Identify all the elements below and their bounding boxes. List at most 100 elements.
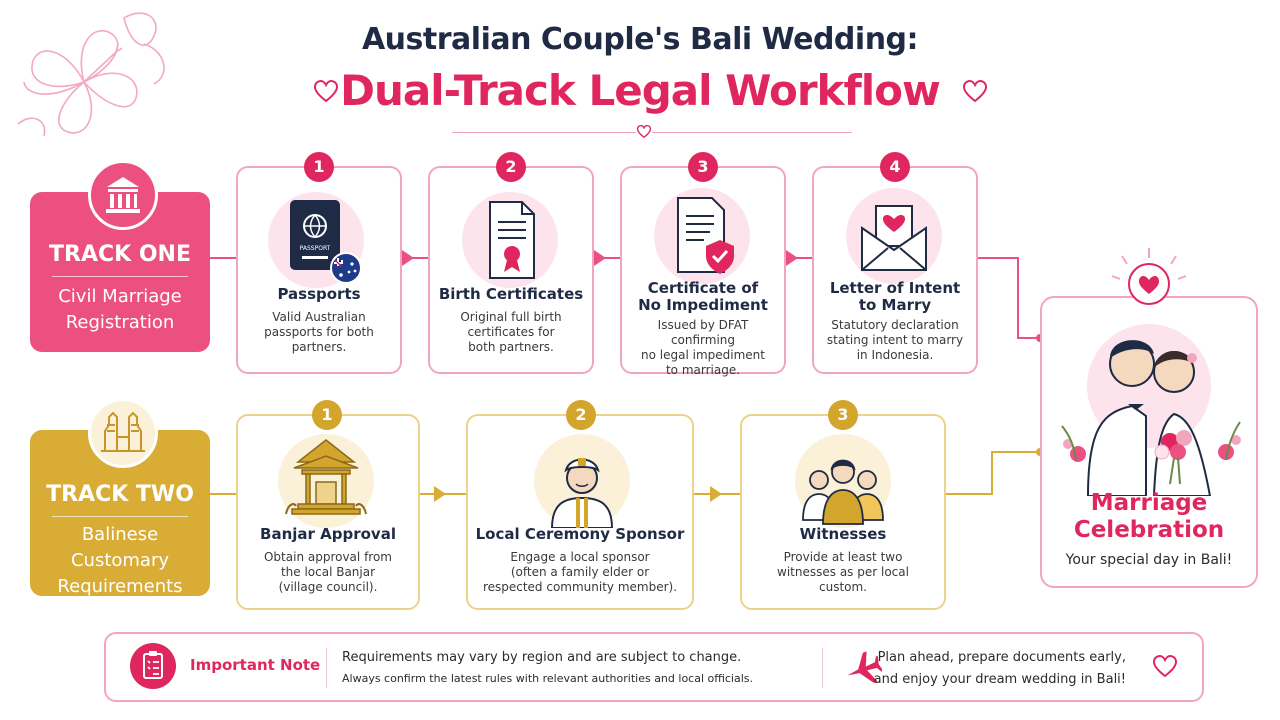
step-number-badge: 4 [880,152,910,182]
title-line: No Impediment [638,296,768,314]
desc-line: Original full birth [460,310,562,324]
step-title: Letter of Intent to Marry [818,280,972,314]
track-two-panel: TRACK TWO Balinese Customary Requirement… [30,398,210,597]
celebration-title: Marriage Celebration [1042,490,1256,544]
desc-line: custom. [818,580,867,594]
track-one-subtitle: Civil Marriage Registration [38,284,202,336]
desc-line: stating intent to marry [826,333,964,347]
track-one-step-birth-certificates: 2 Birth Certificates Original full birth… [428,152,594,374]
step-number-badge: 1 [312,400,342,430]
step-number-badge: 3 [688,152,718,182]
track-two-subtitle-line1: Balinese Customary [70,524,170,571]
track-one-step-no-impediment: 3 Certificate of No Impediment Issued by… [620,152,786,377]
desc-line: passports for both [264,325,374,339]
track-two-label: TRACK TWO [46,482,194,507]
certificate-icon [489,201,535,279]
envelope-heart-icon [861,205,927,271]
clipboard-icon-badge [130,643,176,689]
people-group-icon [802,459,884,525]
certificate-illustration [462,192,558,288]
witnesses-illustration [795,434,891,528]
couple-icon [1061,248,1241,496]
step-description: Engage a local sponsor (often a family e… [476,550,684,595]
track-two-icon-badge [88,398,158,468]
divider-heart-icon [636,125,652,139]
note-divider-right [822,648,823,688]
step-number-badge: 2 [496,152,526,182]
track-two-step-banjar-approval: 1 Banjar Approval Obtain approval from t… [236,400,420,610]
celebration-subtitle: Your special day in Bali! [1065,552,1233,568]
step-number-badge: 2 [566,400,596,430]
desc-line: Statutory declaration [831,318,959,332]
track-one-panel: TRACK ONE Civil Marriage Registration [30,160,210,352]
step-number-badge: 1 [304,152,334,182]
passport-icon-text: PASSPORT [300,245,331,252]
step-number-badge: 3 [828,400,858,430]
desc-line: Provide at least two [783,550,903,564]
desc-line: Issued by DFAT confirming [657,318,749,347]
desc-line: the local Banjar [280,565,376,579]
heart-right-icon [962,80,988,103]
pavilion-icon [285,439,367,515]
track-two-step-ceremony-sponsor: 2 Local Ceremony Sponsor Engage a local … [466,400,694,610]
note-line-2: Always confirm the latest rules with rel… [342,672,754,685]
track-one-label: TRACK ONE [49,242,191,267]
important-note-banner: Important Note Requirements may vary by … [104,632,1204,702]
track-two-subtitle: Balinese Customary Requirements [38,522,202,600]
track-two-subtitle-line2: Requirements [57,576,183,597]
track-one-step-letter-of-intent: 4 Letter of Intent to Marry Statutory de… [812,152,978,374]
step-description: Original full birth certificates for bot… [438,310,584,355]
pavilion-illustration [278,434,374,528]
track-one-subtitle-line2: Registration [65,312,175,333]
sponsor-illustration [534,434,630,528]
marriage-celebration-card: Marriage Celebration Your special day in… [1040,248,1258,588]
desc-line: both partners. [468,340,554,354]
important-note-label: Important Note [190,656,321,674]
desc-line: Valid Australian [272,310,366,324]
note-divider-left [326,648,327,688]
title-divider [452,132,852,133]
desc-line: (often a family elder or [510,565,650,579]
title-line-2: Dual-Track Legal Workflow [340,66,941,115]
desc-line: witnesses as per local [777,565,909,579]
note-heart-icon [1152,655,1178,678]
temple-gate-icon [101,411,145,452]
step-description: Valid Australian passports for both part… [246,310,392,355]
track-one-subtitle-line1: Civil Marriage [58,286,182,307]
passport-illustration: PASSPORT [268,192,364,288]
clipboard-icon [143,651,163,679]
title-line: to Marry [858,296,932,314]
title-line-1: Australian Couple's Bali Wedding: [361,22,919,57]
title-line: Letter of Intent [829,279,961,297]
shield-document-illustration [654,188,750,284]
step-title: Banjar Approval [260,525,396,543]
track-one-step-passports: 1 PASSPORT Passports Valid Australian pa… [236,152,402,374]
shield-document-icon [677,197,734,274]
step-description: Obtain approval from the local Banjar (v… [246,550,410,595]
desc-line: Engage a local sponsor [510,550,650,564]
envelope-illustration [846,188,942,284]
step-title: Birth Certificates [438,285,584,303]
step-description: Issued by DFAT confirming no legal imped… [630,318,776,378]
track-two-rule [52,516,188,517]
step-title: Local Ceremony Sponsor [475,525,685,543]
airplane-icon [847,651,882,683]
celebration-title-line1: Marriage [1090,490,1208,516]
celebration-title-line2: Celebration [1073,517,1225,543]
step-description: Statutory declaration stating intent to … [822,318,968,363]
track-two-step-witnesses: 3 Witnesses Provide at least two witness… [740,400,946,610]
desc-line: no legal impediment [641,348,765,362]
desc-line: to marriage. [665,363,741,377]
desc-line: in Indonesia. [856,348,934,362]
title-line: Certificate of [647,279,759,297]
note-right-line-1: Plan ahead, prepare documents early, [877,650,1126,665]
government-building-icon [106,177,140,213]
step-title: Certificate of No Impediment [626,280,780,314]
note-line-1: Requirements may vary by region and are … [342,650,742,665]
step-title: Witnesses [799,525,887,543]
desc-line: partners. [291,340,347,354]
sponsor-icon [550,458,614,528]
hibiscus-decoration-icon [17,12,165,137]
step-description: Provide at least two witnesses as per lo… [750,550,936,595]
track-one-icon-badge [88,160,158,230]
